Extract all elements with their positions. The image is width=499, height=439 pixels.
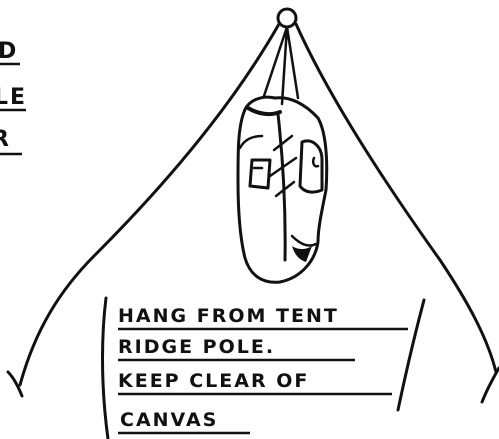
- garment-left-flap: [238, 134, 264, 150]
- string-middle: [280, 25, 289, 106]
- tent-right-canvas: [294, 22, 498, 374]
- left-fragment-notes: D LE R: [0, 39, 27, 156]
- garment-body: [236, 95, 329, 284]
- tent-right-peg: [480, 366, 499, 404]
- garment-shadow-mark: [292, 246, 312, 262]
- hanging-strings: [262, 25, 300, 106]
- garment-collar: [246, 106, 282, 117]
- ridge-pole-end: [276, 7, 298, 29]
- left-fragment-line-2: LE: [0, 85, 27, 110]
- garment-fold-marks: [268, 134, 298, 198]
- garment-hem-fold: [290, 234, 318, 247]
- left-pocket: [248, 158, 272, 190]
- instruction-line-1: HANG FROM TENT: [118, 305, 339, 327]
- instruction-line-4: CANVAS: [120, 409, 218, 431]
- instruction-line-2: RIDGE POLE.: [118, 336, 275, 358]
- instruction-box: HANG FROM TENT RIDGE POLE. KEEP CLEAR OF…: [101, 296, 426, 439]
- instruction-box-right-edge: [396, 298, 426, 412]
- string-left: [262, 25, 289, 98]
- instruction-line-3: KEEP CLEAR OF: [118, 370, 309, 392]
- string-right: [285, 25, 300, 100]
- tent-left-peg: [6, 370, 24, 398]
- tent-left-canvas: [18, 22, 281, 387]
- left-fragment-line-1: D: [0, 39, 18, 64]
- hanging-garment: [236, 95, 329, 284]
- garment-front-seam: [276, 112, 287, 262]
- right-pocket-button: [311, 156, 320, 168]
- instruction-box-left-edge: [101, 296, 110, 439]
- right-pocket: [298, 139, 324, 194]
- left-fragment-line-3: R: [0, 127, 11, 152]
